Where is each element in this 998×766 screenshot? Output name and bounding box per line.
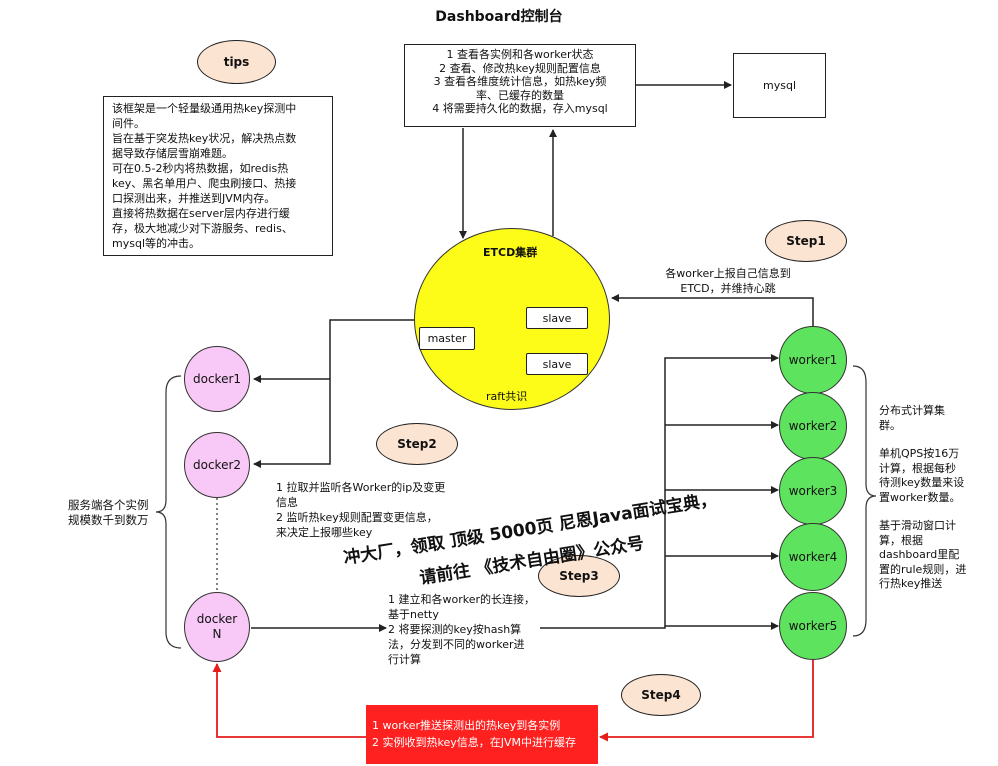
etcd-to-docker1-arrow xyxy=(253,319,414,383)
master-node: master xyxy=(419,327,475,350)
worker-note-line xyxy=(879,433,991,447)
step2-badge: Step2 xyxy=(376,423,458,465)
server-brace xyxy=(155,375,182,649)
tips-line: 口探测出来，并推送到JVM内存。 xyxy=(112,192,276,205)
worker-note-line: 待测key数量来设 xyxy=(879,476,965,489)
slave-label: slave xyxy=(542,311,572,325)
dashboard-desc-line: 4 将需要持久化的数据，存入mysql xyxy=(432,102,608,116)
step3-label: Step3 xyxy=(559,569,599,583)
tips-line: 旨在基于突发热key状况，解决热点数 xyxy=(112,132,297,145)
docker-label: docker1 xyxy=(192,371,242,386)
slave-node-2: slave xyxy=(526,353,588,375)
step2-line: 信息 xyxy=(276,496,298,509)
mysql-box: mysql xyxy=(733,53,826,118)
etcd-title: ETCD集群 xyxy=(483,246,538,259)
tips-label: tips xyxy=(223,55,250,69)
to-worker1-arrow xyxy=(540,354,779,629)
worker-note: 分布式计算集 群。 单机QPS按16万 计算，根据每秒 待测key数量来设 置w… xyxy=(879,404,991,592)
worker-label: worker5 xyxy=(788,618,838,633)
step4-label: Step4 xyxy=(641,688,681,702)
step2-label: Step2 xyxy=(397,437,437,451)
step1-line: 各worker上报自己信息到 xyxy=(665,267,791,280)
etcd-to-docker2-arrow xyxy=(253,379,331,468)
step3-line: 基于netty xyxy=(388,608,439,621)
slave-label: slave xyxy=(542,357,572,371)
step3-line: 1 建立和各worker的长连接， xyxy=(388,593,536,606)
raft-label: raft共识 xyxy=(486,390,528,403)
step3-line: 2 将要探测的key按hash算 xyxy=(388,623,522,636)
worker-note-line: 算，根据 xyxy=(879,533,923,547)
worker-node-5: worker5 xyxy=(779,592,847,660)
worker-note-line: 置的rule规则，进 xyxy=(879,562,967,576)
worker-note-line: 计算，根据每秒 xyxy=(879,461,956,475)
step3-line: 行计算 xyxy=(388,653,421,666)
step4-line: 1 worker推送探测出的热key到各实例 xyxy=(372,719,561,732)
dashboard-desc-line: 2 查看、修改热key规则配置信息 xyxy=(439,61,601,75)
step4-red-box: 1 worker推送探测出的热key到各实例 2 实例收到热key信息，在JVM… xyxy=(366,705,598,764)
page-title: Dashboard控制台 xyxy=(435,9,563,25)
docker-node-n: docker N xyxy=(184,592,250,662)
server-note: 服务端各个实例 规模数千到数万 xyxy=(68,498,164,528)
step2-line: 来决定上报哪些key xyxy=(276,526,373,539)
worker-label: worker1 xyxy=(788,352,838,367)
redbox-to-docker-arrow xyxy=(212,663,366,738)
worker-brace xyxy=(852,365,877,637)
dashboard-desc-line: 1 查看各实例和各worker状态 xyxy=(446,48,594,61)
worker-node-2: worker2 xyxy=(779,392,847,460)
step1-badge: Step1 xyxy=(765,220,847,262)
step3-line: 法，分发到不同的worker进 xyxy=(388,638,525,651)
worker-node-4: worker4 xyxy=(779,523,847,591)
worker-to-etcd-arrow xyxy=(611,294,814,326)
tips-line: 间件。 xyxy=(112,117,145,130)
worker-note-line: 基于滑动窗口计 xyxy=(879,519,956,532)
worker-note-line: 群。 xyxy=(879,418,901,432)
worker-label: worker3 xyxy=(788,483,838,498)
step1-text: 各worker上报自己信息到 ETCD，并维持心跳 xyxy=(648,266,808,296)
tips-badge: tips xyxy=(197,40,276,84)
step1-label: Step1 xyxy=(786,234,826,248)
step4-badge: Step4 xyxy=(621,674,701,716)
tips-line: 该框架是一个轻量级通用热key探测中 xyxy=(112,102,297,115)
mysql-label: mysql xyxy=(763,79,796,92)
worker-note-line: dashboard里配 xyxy=(879,548,960,561)
worker-note-line: 置worker数量。 xyxy=(879,490,961,504)
step2-text: 1 拉取并监听各Worker的ip及变更 信息 2 监听热key规则配置变更信息… xyxy=(276,480,486,540)
worker-note-line: 行热key推送 xyxy=(879,577,943,590)
step4-line: 2 实例收到热key信息，在JVM中进行缓存 xyxy=(372,736,577,749)
docker-label: docker N xyxy=(196,612,238,641)
worker-note-line: 单机QPS按16万 xyxy=(879,447,960,460)
tips-line: 可在0.5-2秒内将热数据，如redis热 xyxy=(112,162,289,175)
tips-line: 直接将热数据在server层内存进行缓 xyxy=(112,207,290,220)
tips-line: key、黑名单用户、爬虫刷接口、热接 xyxy=(112,177,297,190)
docker-node-1: docker1 xyxy=(184,346,250,412)
worker-node-1: worker1 xyxy=(779,326,847,394)
tips-line: 据导致存储层雪崩难题。 xyxy=(112,147,233,160)
worker-label: worker2 xyxy=(788,418,838,433)
worker-to-redbox-arrow xyxy=(599,660,814,742)
tips-line: 存，极大地减少对下游服务、redis、 xyxy=(112,222,293,235)
step3-badge: Step3 xyxy=(538,555,620,597)
master-label: master xyxy=(427,332,467,345)
worker-note-line xyxy=(879,505,991,519)
dashboard-desc-line: 3 查看各维度统计信息，如热key频 xyxy=(433,75,607,89)
dashboard-desc-line: 率、已缓存的数量 xyxy=(476,88,564,102)
server-note-line: 规模数千到数万 xyxy=(68,513,149,527)
docker-label: docker2 xyxy=(192,457,242,472)
slave-node-1: slave xyxy=(526,307,588,329)
server-note-line: 服务端各个实例 xyxy=(68,498,149,512)
tips-line: mysql等的冲击。 xyxy=(112,237,200,250)
worker-node-3: worker3 xyxy=(779,457,847,525)
worker-note-line: 分布式计算集 xyxy=(879,404,945,417)
step2-line: 2 监听热key规则配置变更信息， xyxy=(276,511,438,524)
step2-line: 1 拉取并监听各Worker的ip及变更 xyxy=(276,481,446,494)
docker-node-2: docker2 xyxy=(184,432,250,498)
step3-text: 1 建立和各worker的长连接， 基于netty 2 将要探测的key按has… xyxy=(388,592,548,667)
dashboard-description-box: 1 查看各实例和各worker状态 2 查看、修改热key规则配置信息 3 查看… xyxy=(404,44,636,127)
worker-label: worker4 xyxy=(788,549,838,564)
tips-box: 该框架是一个轻量级通用热key探测中 间件。 旨在基于突发热key状况，解决热点… xyxy=(103,96,333,256)
step1-line: ETCD，并维持心跳 xyxy=(680,282,776,295)
